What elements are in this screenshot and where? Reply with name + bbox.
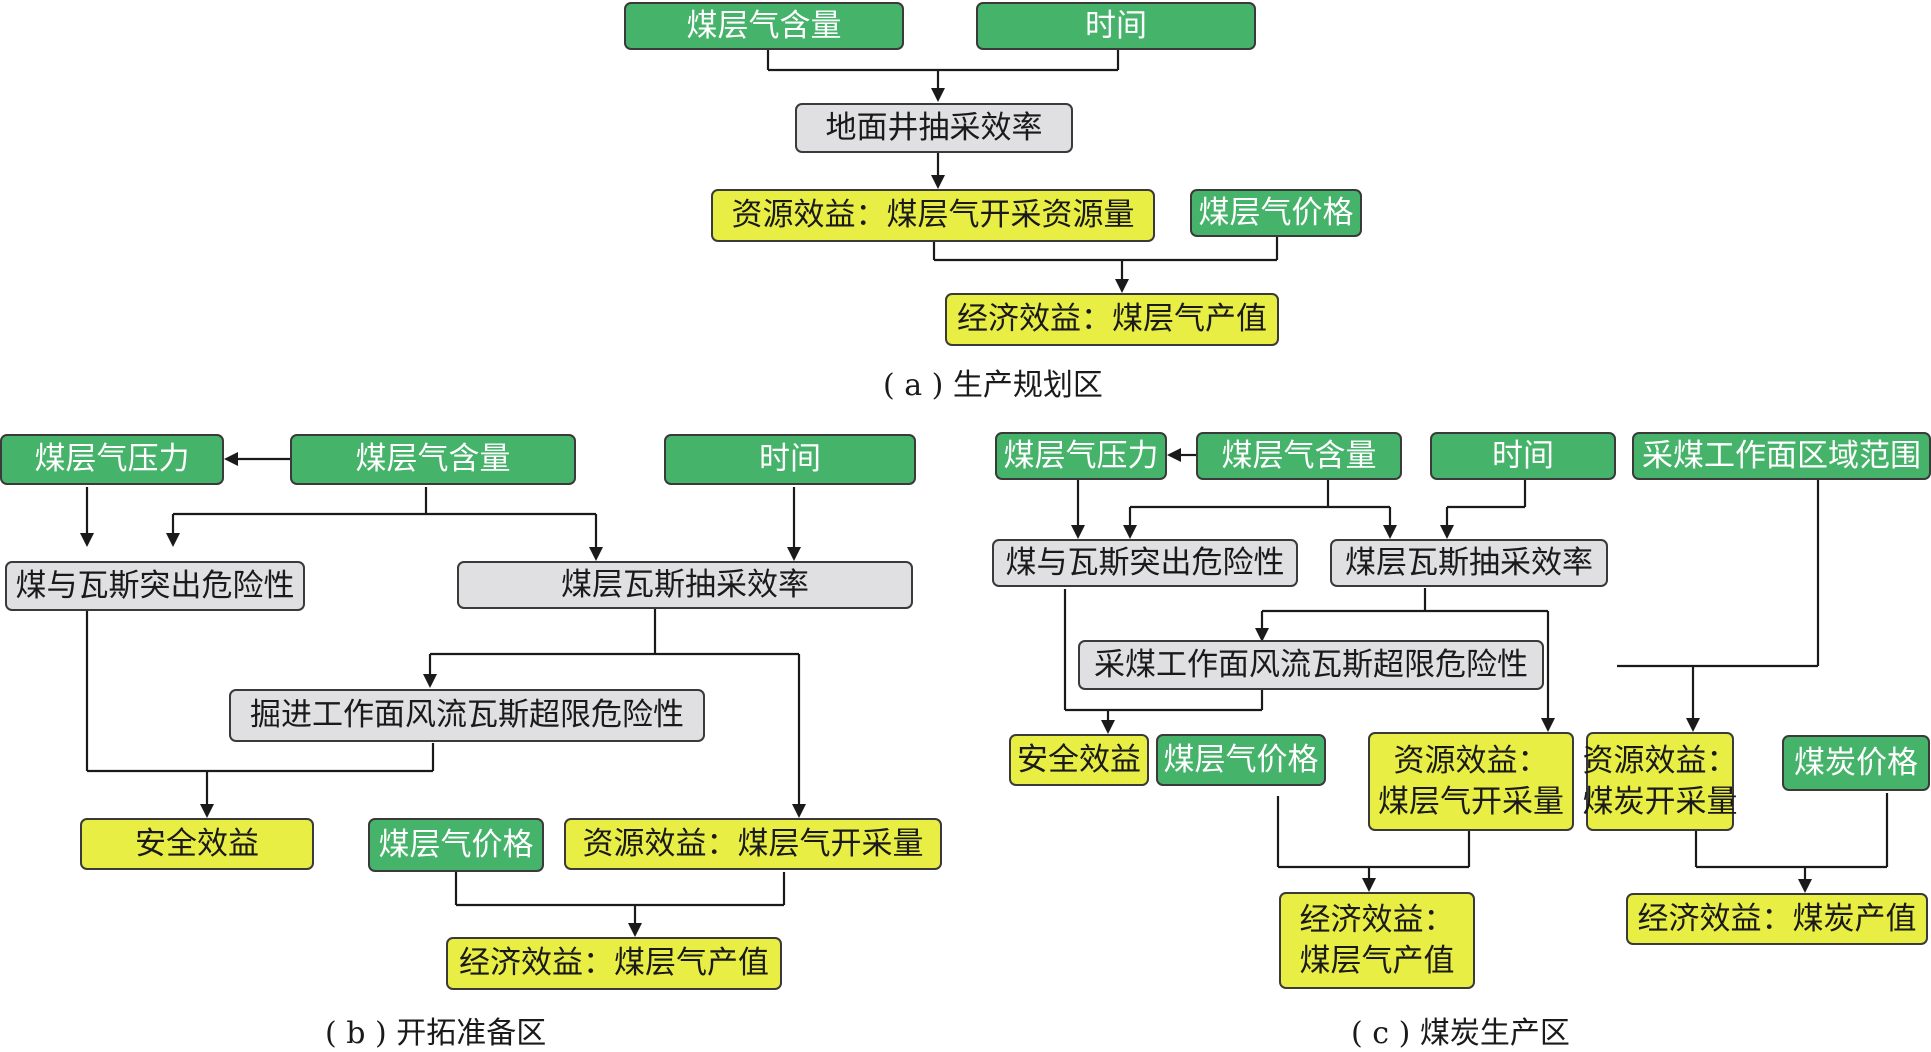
node-c-resource-coal-line1: 资源效益： — [1582, 743, 1738, 780]
arrowhead — [931, 175, 945, 189]
node-c-coal-price: 煤炭价格 — [1782, 735, 1930, 791]
node-a-cbm-price: 煤层气价格 — [1190, 189, 1362, 237]
arrowhead — [589, 547, 603, 561]
caption-b: ( b ) 开拓准备区 — [325, 1016, 547, 1051]
node-c-resource-cbm-line1: 资源效益： — [1393, 743, 1549, 780]
arrowhead — [628, 923, 642, 937]
arrowhead — [1383, 525, 1397, 539]
node-b-cbm-price: 煤层气价格 — [368, 818, 544, 872]
arrowhead — [200, 804, 214, 818]
arrowhead — [1440, 525, 1454, 539]
arrowhead — [1123, 525, 1137, 539]
panel-b-connectors — [80, 452, 806, 937]
node-b-outburst-risk: 煤与瓦斯突出危险性 — [5, 561, 305, 611]
arrowhead — [1115, 279, 1129, 293]
node-c-workface-area: 采煤工作面区域范围 — [1632, 432, 1931, 480]
node-c-safety-benefit: 安全效益 — [1009, 734, 1149, 786]
arrowhead — [1071, 525, 1085, 539]
arrowhead — [792, 804, 806, 818]
node-c-economic-cbm-line2: 煤层气产值 — [1299, 942, 1455, 979]
node-c-outburst-risk: 煤与瓦斯突出危险性 — [992, 539, 1298, 587]
node-b-heading-gas-risk: 掘进工作面风流瓦斯超限危险性 — [229, 689, 705, 742]
arrowhead — [787, 547, 801, 561]
node-b-economic-benefit: 经济效益：煤层气产值 — [446, 937, 782, 990]
connector — [1260, 588, 1550, 718]
connector — [428, 609, 801, 804]
node-a-time: 时间 — [976, 2, 1256, 50]
node-c-time: 时间 — [1430, 432, 1616, 480]
arrowhead — [1362, 878, 1376, 892]
node-b-time: 时间 — [664, 434, 916, 485]
arrowhead — [224, 452, 238, 466]
node-a-resource-benefit: 资源效益：煤层气开采资源量 — [711, 189, 1155, 242]
connector — [766, 49, 1120, 90]
arrowhead — [1167, 448, 1181, 462]
node-c-economic-benefit-coal: 经济效益：煤炭产值 — [1626, 893, 1928, 945]
node-c-resource-benefit-cbm: 资源效益： 煤层气开采量 — [1368, 732, 1574, 831]
arrowhead — [1686, 718, 1700, 732]
connector — [1617, 480, 1820, 718]
node-c-gas-pressure: 煤层气压力 — [995, 432, 1167, 480]
node-b-gas-content: 煤层气含量 — [290, 434, 576, 485]
node-c-economic-cbm-line1: 经济效益： — [1299, 902, 1455, 939]
node-b-drainage-efficiency: 煤层瓦斯抽采效率 — [457, 561, 913, 609]
node-a-gas-content: 煤层气含量 — [624, 2, 904, 50]
connector — [1694, 793, 1889, 880]
connector — [1128, 480, 1392, 525]
connector — [454, 872, 786, 924]
arrowhead — [931, 88, 945, 102]
caption-a: ( a ) 生产规划区 — [883, 368, 1103, 403]
caption-c: ( c ) 煤炭生产区 — [1351, 1016, 1570, 1051]
node-b-gas-pressure: 煤层气压力 — [0, 434, 224, 485]
node-c-cbm-price: 煤层气价格 — [1156, 734, 1326, 786]
node-a-economic-benefit: 经济效益：煤层气产值 — [945, 293, 1279, 346]
node-b-safety-benefit: 安全效益 — [80, 818, 314, 870]
node-c-resource-cbm-line2: 煤层气开采量 — [1378, 783, 1564, 820]
node-c-drainage-efficiency: 煤层瓦斯抽采效率 — [1330, 539, 1608, 587]
node-a-drainage-efficiency: 地面井抽采效率 — [795, 103, 1073, 153]
arrowhead — [1541, 718, 1555, 732]
connector — [1445, 480, 1527, 525]
connector — [1063, 589, 1264, 720]
node-c-resource-benefit-coal: 资源效益： 煤炭开采量 — [1583, 732, 1738, 831]
node-c-economic-benefit-cbm: 经济效益： 煤层气产值 — [1279, 892, 1475, 989]
connector — [932, 236, 1279, 279]
arrowhead — [1798, 879, 1812, 893]
node-c-workface-gas-risk: 采煤工作面风流瓦斯超限危险性 — [1078, 640, 1544, 690]
arrowhead — [80, 533, 94, 547]
node-c-gas-content: 煤层气含量 — [1196, 432, 1402, 480]
connector — [171, 487, 598, 547]
arrowhead — [1101, 720, 1115, 734]
node-b-resource-benefit: 资源效益：煤层气开采量 — [564, 818, 942, 870]
panel-c-connectors — [1063, 448, 1889, 893]
panel-a-connectors — [766, 49, 1279, 293]
arrowhead — [166, 533, 180, 547]
connector — [85, 611, 435, 804]
node-c-resource-coal-line2: 煤炭开采量 — [1582, 783, 1738, 820]
connector — [1276, 796, 1471, 878]
arrowhead — [1255, 628, 1269, 642]
arrowhead — [423, 674, 437, 688]
